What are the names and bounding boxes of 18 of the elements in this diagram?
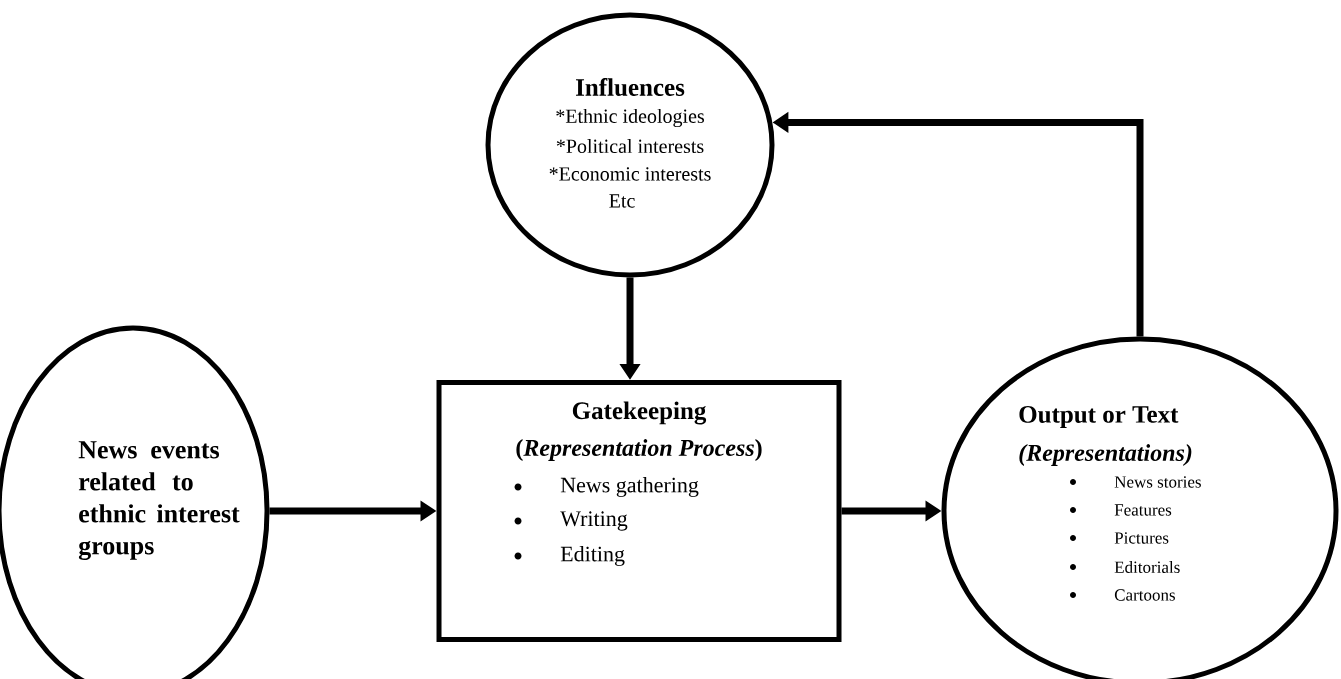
node-text: (Representations) [1019, 444, 1192, 466]
node-text: Output or Text [1019, 406, 1179, 428]
node-text: *Economic interests [549, 167, 711, 181]
node-text: (Representation Process) [516, 439, 762, 461]
list-item: News stories [1114, 476, 1201, 488]
list-item: Editing [560, 546, 625, 566]
list-item: Writing [560, 511, 628, 531]
list-item: Editorials [1114, 561, 1180, 573]
node-text: Gatekeeping [572, 401, 707, 425]
list-item: Features [1114, 504, 1172, 516]
node-text: News events related to ethnic interest groups [78, 441, 240, 560]
node-text: *Ethnic ideologies [556, 108, 704, 128]
list-item: Cartoons [1114, 589, 1175, 601]
list-item: News gathering [560, 477, 699, 497]
list-item: Pictures [1114, 532, 1169, 544]
node-text: *Political interests [556, 138, 704, 154]
node-text: Etc [609, 194, 635, 208]
node-text: Influences [576, 78, 685, 96]
